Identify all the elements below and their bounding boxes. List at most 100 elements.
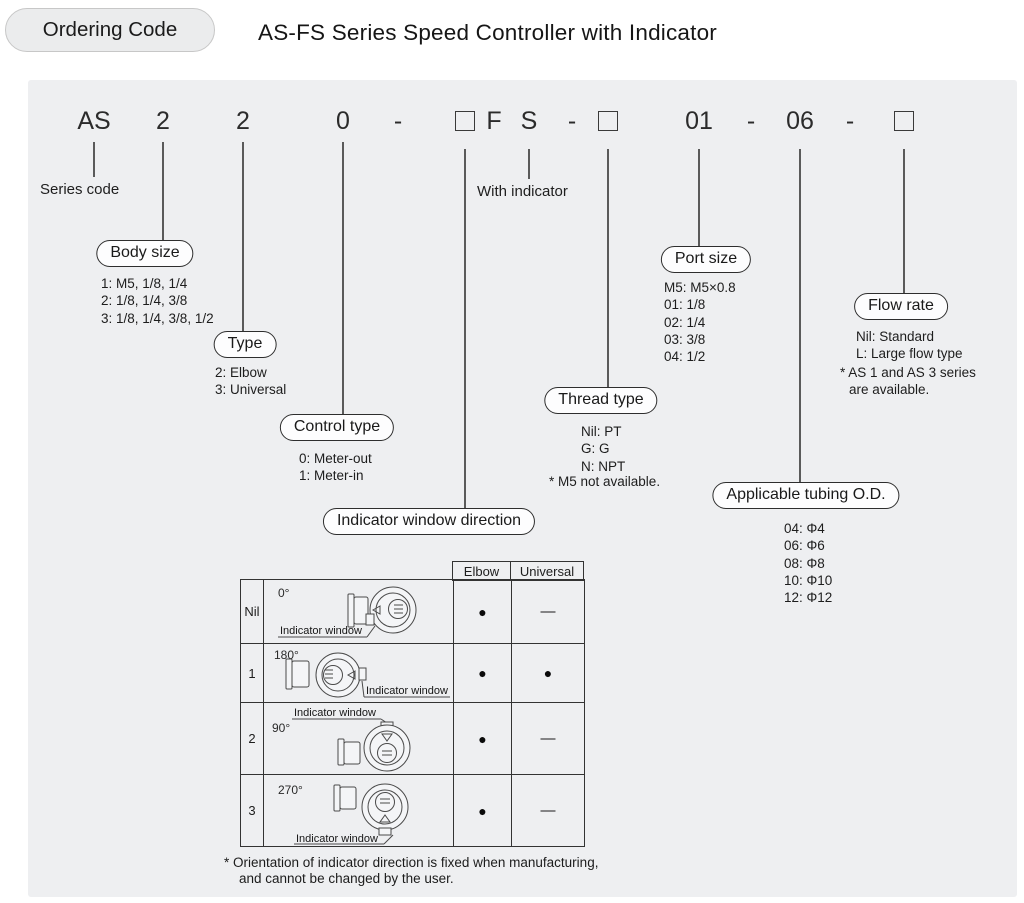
code-placeholder-box-thread-type	[598, 111, 618, 131]
leader-line	[361, 680, 365, 697]
tubing-od-option: 04: Φ4	[784, 521, 825, 536]
indicator-window-label: Indicator window	[280, 625, 362, 637]
flow-rate-options: Nil: Standard L: Large flow type	[856, 328, 963, 363]
ordering-code-badge: Ordering Code	[5, 8, 215, 52]
code-body-size: 2	[156, 107, 170, 135]
indicator-window-tab	[358, 667, 367, 680]
port-size-option: 02: 1/4	[664, 314, 706, 330]
page-title: AS-FS Series Speed Controller with Indic…	[258, 20, 717, 45]
code-letter-s: S	[520, 107, 538, 135]
knob-shape	[361, 783, 409, 830]
applicable-tubing-od-pill: Applicable tubing O.D.	[712, 482, 900, 509]
body-size-option: 3: 1/8, 1/4, 3/8, 1/2	[101, 310, 214, 326]
body-size-option: 1: M5, 1/8, 1/4	[101, 276, 188, 291]
thread-type-option: N: NPT	[581, 458, 626, 474]
indicator-window-label: Indicator window	[366, 685, 448, 697]
type-options: 2: Elbow 3: Universal	[215, 364, 286, 399]
code-dash-2: -	[567, 107, 577, 135]
direction-table: Nil 0° Indicator window	[240, 579, 585, 847]
indicator-window-direction-pill: Indicator window direction	[322, 508, 536, 535]
elbow-availability: ●	[453, 702, 512, 775]
code-series: AS	[77, 107, 111, 135]
fitting-shape	[285, 658, 310, 689]
flow-rate-option: Nil: Standard	[856, 329, 935, 344]
connector-line-body-size	[162, 142, 164, 240]
controller-drawing-180deg: 180° Indicator window	[274, 648, 450, 697]
control-type-options: 0: Meter-out 1: Meter-in	[299, 450, 372, 485]
flow-rate-note-line2: are available.	[849, 382, 930, 397]
type-option: 3: Universal	[215, 382, 287, 398]
code-dash-1: -	[393, 107, 403, 135]
indicator-window-tab	[365, 613, 375, 625]
port-size-option: 01: 1/8	[664, 297, 706, 313]
code-control: 0	[336, 107, 350, 135]
connector-line-with-indicator	[528, 149, 530, 179]
code-tubing-od: 06	[786, 107, 814, 135]
port-size-pill: Port size	[660, 246, 752, 273]
fitting-shape	[333, 784, 357, 811]
code-port-size: 01	[685, 107, 713, 135]
tubing-od-option: 08: Φ8	[784, 555, 825, 571]
body-size-option: 2: 1/8, 1/4, 3/8	[101, 293, 188, 309]
body-size-pill: Body size	[96, 240, 194, 267]
connector-line-type	[242, 142, 244, 331]
universal-availability: ●	[511, 643, 585, 703]
table-row: Nil 0° Indicator window	[240, 579, 585, 644]
indicator-window-tab	[378, 827, 392, 835]
thread-type-option: G: G	[581, 441, 610, 457]
code-dash-4: -	[845, 107, 855, 135]
thread-type-options: Nil: PT G: G N: NPT	[581, 423, 625, 475]
fitting-shape	[347, 593, 369, 627]
controller-drawing-0deg: 0° Indicator window	[278, 586, 417, 637]
elbow-availability: ●	[453, 643, 512, 703]
port-size-options: M5: M5×0.8 01: 1/8 02: 1/4 03: 3/8 04: 1…	[664, 279, 736, 365]
control-type-option: 1: Meter-in	[299, 468, 364, 484]
flow-rate-note-line1: * AS 1 and AS 3 series	[840, 365, 976, 380]
fitting-shape	[337, 738, 361, 765]
connector-line-series	[93, 142, 95, 177]
direction-code: 2	[240, 702, 264, 775]
table-row: 3 270° Indicator window	[240, 774, 585, 847]
universal-availability: —	[511, 774, 585, 847]
control-type-option: 0: Meter-out	[299, 451, 372, 466]
direction-drawing-cell: 270° Indicator window	[263, 774, 454, 847]
elbow-availability: ●	[453, 579, 512, 644]
knob-shape	[369, 586, 417, 633]
direction-drawing-cell: 180° Indicator window	[263, 643, 454, 703]
tubing-od-option: 10: Φ10	[784, 572, 833, 588]
universal-availability: —	[511, 702, 585, 775]
thread-type-option: Nil: PT	[581, 424, 622, 439]
port-size-option: 04: 1/2	[664, 349, 706, 365]
universal-availability: —	[511, 579, 585, 644]
tubing-od-options: 04: Φ4 06: Φ6 08: Φ8 10: Φ10 12: Φ12	[784, 520, 832, 606]
table-row: 2 Indicator window 90°	[240, 702, 585, 775]
type-option: 2: Elbow	[215, 365, 267, 380]
elbow-availability: ●	[453, 774, 512, 847]
tubing-od-option: 06: Φ6	[784, 538, 825, 554]
angle-label: 270°	[278, 783, 303, 797]
connector-line-control-type	[342, 142, 344, 414]
knob-shape	[315, 652, 361, 697]
code-dash-3: -	[746, 107, 756, 135]
direction-code: 3	[240, 774, 264, 847]
angle-label: 90°	[272, 721, 290, 735]
direction-drawing-cell: 0° Indicator window	[263, 579, 454, 644]
code-letter-f: F	[486, 107, 502, 135]
leader-line	[366, 625, 376, 637]
leader-line	[383, 834, 394, 844]
with-indicator-label: With indicator	[477, 183, 568, 200]
knob-shape	[363, 724, 411, 771]
direction-code: Nil	[240, 579, 264, 644]
connector-line-tubing-od	[799, 149, 801, 482]
body-size-options: 1: M5, 1/8, 1/4 2: 1/8, 1/4, 3/8 3: 1/8,…	[101, 275, 214, 327]
indicator-window-label: Indicator window	[294, 707, 376, 719]
direction-code: 1	[240, 643, 264, 703]
port-size-option: M5: M5×0.8	[664, 280, 736, 295]
direction-table-header: Elbow Universal	[452, 561, 584, 581]
port-size-option: 03: 3/8	[664, 331, 706, 347]
controller-drawing-270deg: 270° Indicator window	[278, 783, 409, 845]
flow-rate-pill: Flow rate	[854, 293, 948, 320]
connector-line-flow-rate	[903, 149, 905, 293]
direction-drawing-cell: Indicator window 90°	[263, 702, 454, 775]
connector-line-indicator-direction	[464, 149, 466, 508]
